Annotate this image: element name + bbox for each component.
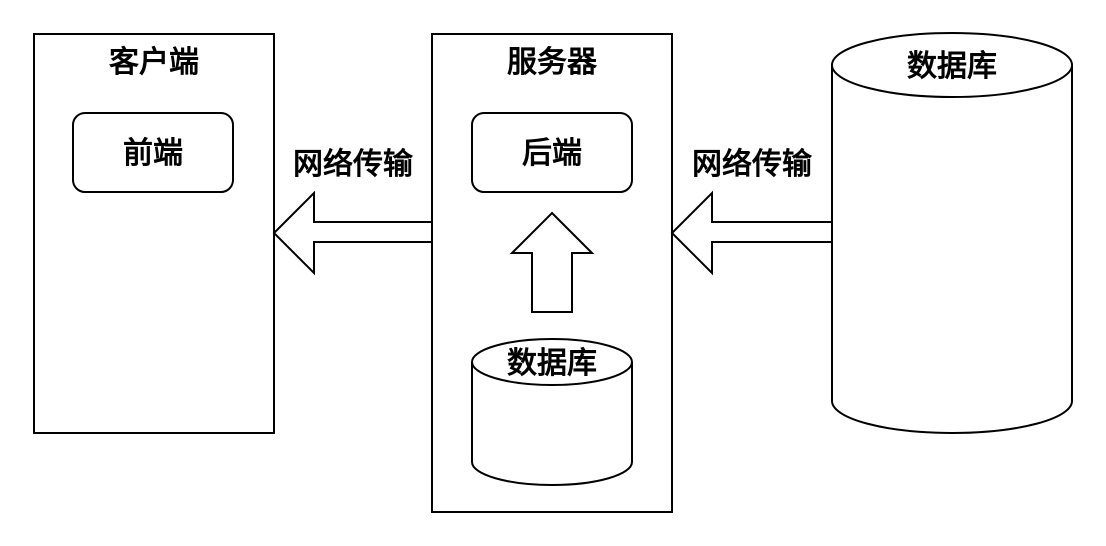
server-title: 服务器 (507, 45, 598, 80)
database-to-backend-arrow (509, 211, 595, 313)
backend-node: 后端 (471, 112, 633, 193)
database-to-server-arrow (670, 190, 833, 276)
client-node: 客户端 前端 (33, 33, 275, 434)
server-database-top (471, 338, 633, 386)
frontend-label: 前端 (123, 136, 183, 171)
server-to-client-arrow (272, 190, 433, 276)
frontend-node: 前端 (72, 112, 234, 193)
server-database-label: 数据库 (507, 346, 597, 381)
server-to-client-label: 网络传输 (293, 147, 414, 182)
backend-box (471, 112, 633, 193)
server-database-node: 数据库 (471, 338, 633, 486)
external-database-node: 数据库 (831, 32, 1073, 434)
external-database-cylinder (831, 65, 1073, 434)
external-database-top (831, 32, 1073, 98)
server-to-client-link: 网络传输 (272, 147, 433, 276)
database-to-server-link: 网络传输 (670, 147, 833, 276)
server-node: 服务器 后端 数据库 (431, 33, 673, 513)
client-box (33, 33, 275, 434)
frontend-box (72, 112, 234, 193)
external-database-label: 数据库 (907, 49, 997, 84)
backend-label: 后端 (522, 136, 582, 171)
server-database-cylinder (471, 362, 633, 486)
client-title: 客户端 (109, 45, 199, 80)
database-to-server-label: 网络传输 (692, 147, 813, 182)
